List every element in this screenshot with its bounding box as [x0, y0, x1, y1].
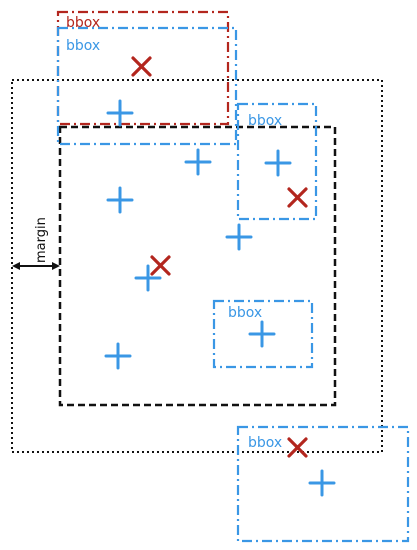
bbox-top-blue — [56, 26, 238, 146]
bbox-middle-label: bbox — [228, 305, 262, 321]
plus-icon — [184, 148, 212, 176]
plus-icon — [225, 223, 253, 251]
bbox-right — [236, 102, 318, 221]
bbox-top-blue-label: bbox — [66, 38, 100, 54]
x-icon — [287, 187, 308, 208]
plus-icon — [106, 186, 134, 214]
outer-boundary — [11, 79, 383, 453]
x-markers — [131, 56, 308, 458]
plus-icon — [248, 320, 276, 348]
x-icon — [131, 56, 152, 77]
margin-arrow-left-head — [12, 262, 20, 270]
x-icon — [150, 255, 171, 276]
margin-arrow-right-head — [52, 262, 60, 270]
bbox-right-label: bbox — [248, 113, 282, 129]
plus-icon — [308, 469, 336, 497]
plus-icon — [264, 149, 292, 177]
plus-icon — [106, 99, 134, 127]
bbox-middle — [212, 299, 314, 369]
x-icon — [287, 437, 308, 458]
margin-indicator: margin — [12, 217, 60, 270]
bbox-bottom-label: bbox — [248, 435, 282, 451]
bbox-top-red-label: bbox — [66, 15, 100, 31]
plus-icon — [134, 264, 162, 292]
margin-label: margin — [34, 217, 49, 263]
plus-markers — [104, 99, 336, 497]
bbox-bottom — [236, 425, 410, 543]
plus-icon — [104, 342, 132, 370]
inner-boundary — [58, 125, 337, 407]
